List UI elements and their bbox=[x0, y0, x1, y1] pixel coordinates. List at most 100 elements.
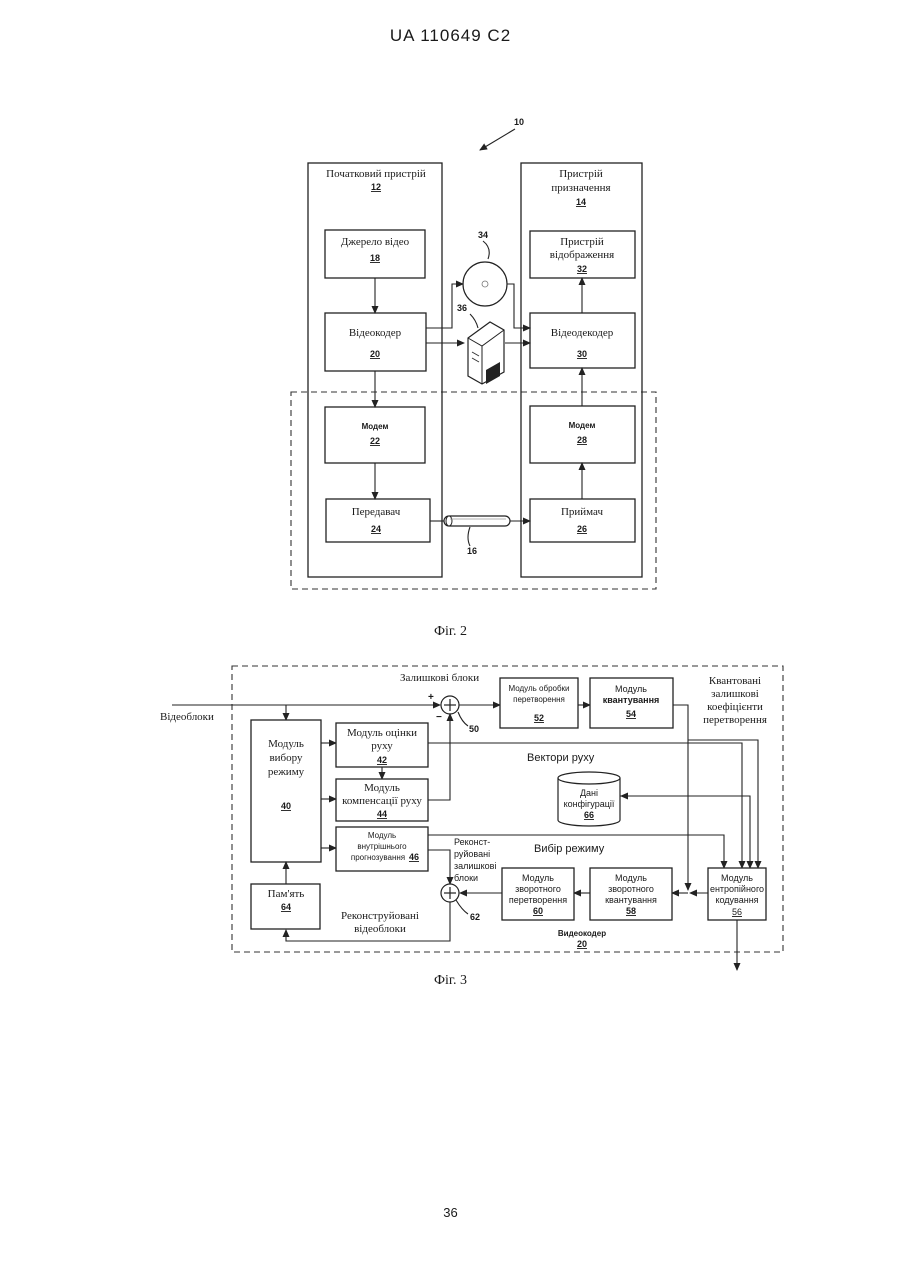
intra-label1: Модуль bbox=[368, 831, 396, 840]
video-source-num: 18 bbox=[370, 253, 380, 263]
inv-transform-label1: Модуль bbox=[522, 873, 554, 883]
recon-blocks-label1: Реконструйовані bbox=[341, 910, 419, 922]
dest-device-title1: Пристрій bbox=[559, 168, 603, 180]
modem-src-num: 22 bbox=[370, 436, 380, 446]
cable-icon bbox=[444, 516, 510, 526]
channel-pointer bbox=[468, 527, 470, 546]
system-number: 10 bbox=[514, 117, 524, 127]
intra-num: 46 bbox=[409, 852, 419, 862]
recon-residual-label1: Реконст- bbox=[454, 837, 490, 847]
arrow-pred-sum50 bbox=[428, 714, 450, 800]
entropy-label1: Модуль bbox=[721, 873, 753, 883]
fig3-diagram: Відеоблоки Залишкові блоки + − 50 Модуль… bbox=[160, 666, 783, 970]
entropy-num: 56 bbox=[732, 907, 742, 917]
modem-dst-num: 28 bbox=[577, 435, 587, 445]
inv-transform-num: 60 bbox=[533, 906, 543, 916]
video-decoder-label: Відеодекодер bbox=[551, 327, 614, 339]
arrow-quant-entropy bbox=[688, 740, 758, 868]
motion-comp-num: 44 bbox=[377, 809, 387, 819]
video-encoder-box bbox=[325, 313, 426, 371]
motion-est-label2: руху bbox=[371, 740, 393, 752]
motion-est-num: 42 bbox=[377, 755, 387, 765]
inv-quant-label1: Модуль bbox=[615, 873, 647, 883]
display-num: 32 bbox=[577, 264, 587, 274]
mode-select-label3: режиму bbox=[268, 766, 305, 778]
modem-src-label: Модем bbox=[362, 422, 389, 431]
transmitter-num: 24 bbox=[371, 524, 381, 534]
video-encoder-num: 20 bbox=[370, 349, 380, 359]
quant-coef-label2: залишкові bbox=[711, 688, 759, 700]
intra-label3: прогнозування bbox=[351, 853, 405, 862]
arrow-disc-decoder bbox=[507, 284, 530, 328]
server-num: 36 bbox=[457, 303, 467, 313]
dest-device-num: 14 bbox=[576, 197, 586, 207]
memory-label: Пам'ять bbox=[268, 888, 305, 900]
video-source-label: Джерело відео bbox=[341, 236, 410, 248]
transform-label2: перетворення bbox=[513, 695, 565, 704]
motion-est-label1: Модуль оцінки bbox=[347, 727, 417, 739]
transform-label1: Модуль обробки bbox=[508, 684, 569, 693]
receiver-num: 26 bbox=[577, 524, 587, 534]
summer-50-minus: − bbox=[436, 712, 442, 723]
storage-disc-icon bbox=[463, 262, 507, 306]
transform-num: 52 bbox=[534, 713, 544, 723]
modem-dst-label: Модем bbox=[569, 421, 596, 430]
file-server-icon bbox=[468, 322, 504, 384]
modem-src-box bbox=[325, 407, 425, 463]
residual-label: Залишкові блоки bbox=[400, 672, 479, 684]
inv-transform-label2: зворотного bbox=[515, 884, 561, 894]
quant-label1: Модуль bbox=[615, 684, 647, 694]
video-decoder-box bbox=[530, 313, 635, 368]
summer-62-pointer bbox=[456, 900, 468, 914]
config-data-num: 66 bbox=[584, 810, 594, 820]
fig2-caption: Фіг. 2 bbox=[0, 624, 901, 640]
recon-residual-label4: блоки bbox=[454, 873, 478, 883]
fig2-diagram: 10 Початковий пристрій 12 Пристрій призн… bbox=[291, 117, 656, 589]
display-label2: відображення bbox=[550, 249, 615, 261]
receiver-label: Приймач bbox=[561, 506, 604, 518]
motion-comp-label1: Модуль bbox=[364, 782, 400, 794]
quant-coef-label1: Квантовані bbox=[709, 675, 761, 687]
mode-select-num: 40 bbox=[281, 801, 291, 811]
video-encoder-label: Відеокодер bbox=[349, 327, 402, 339]
motion-vectors-label: Вектори руху bbox=[527, 752, 595, 764]
input-label: Відеоблоки bbox=[160, 711, 214, 723]
inv-quant-num: 58 bbox=[626, 906, 636, 916]
quant-coef-label4: перетворення bbox=[703, 714, 767, 726]
recon-residual-label3: залишкові bbox=[454, 861, 496, 871]
motion-comp-label2: компенсації руху bbox=[342, 795, 422, 807]
mode-choice-label: Вибір режиму bbox=[534, 843, 605, 855]
config-data-label2: конфігурації bbox=[564, 799, 615, 809]
disc-pointer bbox=[483, 241, 489, 259]
inv-quant-label3: квантування bbox=[605, 895, 657, 905]
arrow-pred-sum62 bbox=[428, 850, 450, 884]
summer-50-plus: + bbox=[428, 692, 434, 703]
config-data-label1: Дані bbox=[580, 788, 598, 798]
mode-select-label1: Модуль bbox=[268, 738, 304, 750]
entropy-label2: ентропійного bbox=[710, 884, 764, 894]
transmitter-label: Передавач bbox=[352, 506, 401, 518]
quant-label2: квантування bbox=[603, 695, 660, 705]
quant-num: 54 bbox=[626, 709, 636, 719]
summer-50-pointer bbox=[458, 712, 468, 726]
mode-select-label2: вибору bbox=[269, 752, 303, 764]
fig3-caption: Фіг. 3 bbox=[0, 973, 901, 989]
disc-num: 34 bbox=[478, 230, 488, 240]
inv-quant-label2: зворотного bbox=[608, 884, 654, 894]
arrow-quant-inverse bbox=[673, 705, 688, 890]
source-device-title: Початковий пристрій bbox=[326, 168, 426, 180]
encoder-num: 20 bbox=[577, 939, 587, 949]
server-pointer bbox=[470, 314, 478, 328]
video-decoder-num: 30 bbox=[577, 349, 587, 359]
entropy-label3: кодування bbox=[715, 895, 758, 905]
channel-num: 16 bbox=[467, 546, 477, 556]
quant-coef-label3: коефіцієнти bbox=[707, 701, 763, 713]
memory-num: 64 bbox=[281, 902, 291, 912]
display-label1: Пристрій bbox=[560, 236, 604, 248]
dest-device-title2: призначення bbox=[551, 182, 610, 194]
encoder-label: Видеокодер bbox=[558, 929, 606, 938]
summer-50-num: 50 bbox=[469, 724, 479, 734]
arrow-config-entropy bbox=[620, 796, 750, 868]
source-device-num: 12 bbox=[371, 182, 381, 192]
intra-label2: внутрішнього bbox=[357, 842, 407, 851]
